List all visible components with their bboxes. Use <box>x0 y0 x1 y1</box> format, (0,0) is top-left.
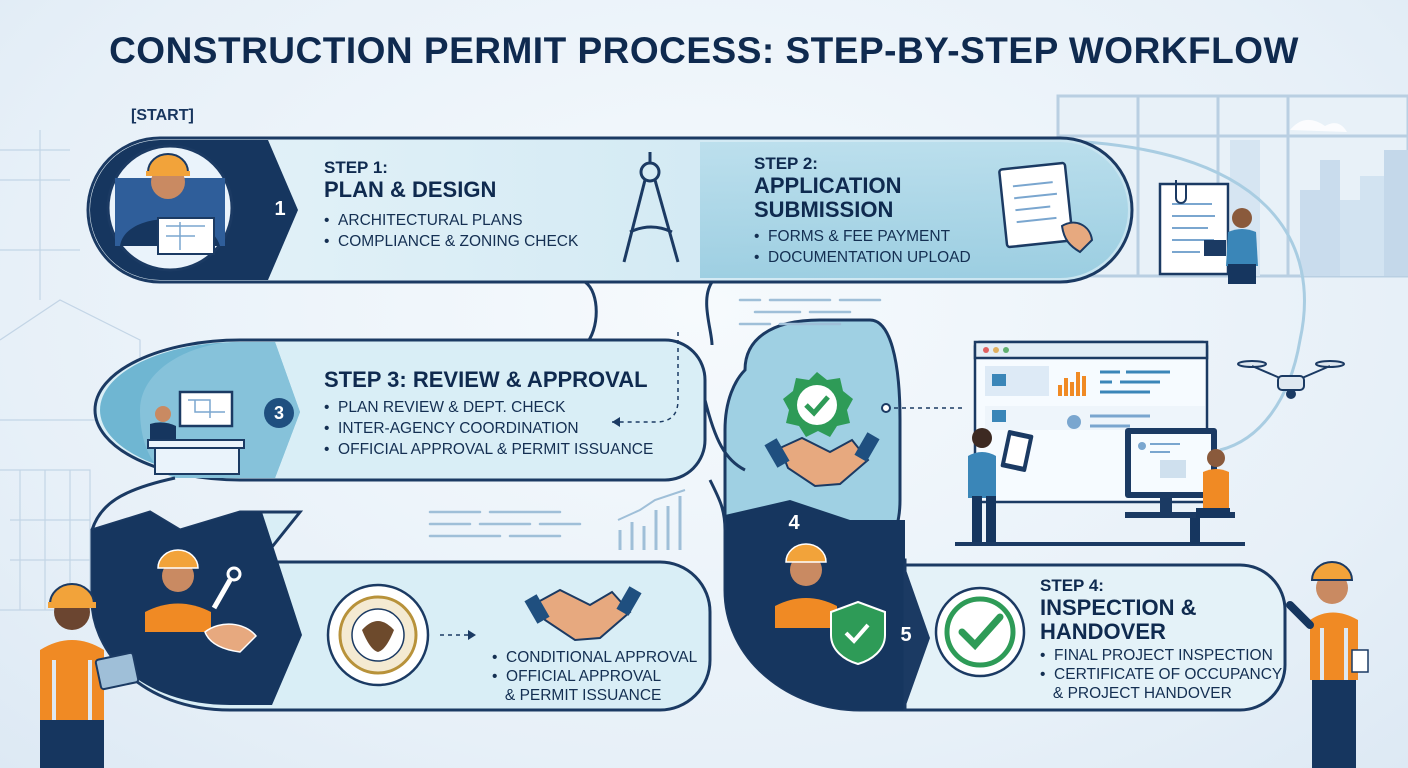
step-1-card: STEP 1: PLAN & DESIGN ARCHITECTURAL PLAN… <box>324 158 578 252</box>
list-item: & PROJECT HANDOVER <box>1052 685 1232 702</box>
list-item: OFFICIAL APPROVAL <box>492 667 697 686</box>
list-item: FINAL PROJECT INSPECTION <box>1040 646 1282 665</box>
step-5-label: STEP 4: <box>1040 576 1104 595</box>
faint-dashboard-lines <box>428 298 882 538</box>
document-hand-icon <box>998 161 1094 254</box>
list-item: INTER-AGENCY COORDINATION <box>324 418 653 439</box>
drone-icon <box>1237 360 1345 399</box>
official-seal-icon <box>326 583 430 687</box>
handshake-icon <box>524 586 642 642</box>
step-5-items: FINAL PROJECT INSPECTION CERTIFICATE OF … <box>1040 646 1282 703</box>
list-item: DOCUMENTATION UPLOAD <box>754 247 971 268</box>
list-item: OFFICIAL APPROVAL & PERMIT ISSUANCE <box>324 439 653 460</box>
list-item: & PERMIT ISSUANCE <box>504 687 662 704</box>
engineer-icon <box>106 144 234 272</box>
step-3-items: PLAN REVIEW & DEPT. CHECK INTER-AGENCY C… <box>324 397 653 460</box>
step-3-title: STEP 3: REVIEW & APPROVAL <box>324 367 648 392</box>
connector-row1-row2 <box>583 280 598 347</box>
row1-band <box>86 136 1134 284</box>
step-3-number: 3 <box>264 398 294 428</box>
step-1-number: 1 <box>274 198 286 220</box>
step-2-name-line-2: SUBMISSION <box>754 197 894 222</box>
monitor-workstation <box>955 428 1245 546</box>
list-item: FORMS & FEE PAYMENT <box>754 226 971 247</box>
handshake-icon-right <box>764 432 880 488</box>
list-item: COMPLIANCE & ZONING CHECK <box>324 231 578 252</box>
page-title: CONSTRUCTION PERMIT PROCESS: STEP-BY-STE… <box>109 30 1299 71</box>
inspection-check-icon <box>934 586 1026 678</box>
shield-check-icon <box>830 600 886 666</box>
list-item: PLAN REVIEW & DEPT. CHECK <box>324 397 653 418</box>
step-2-card: STEP 2: APPLICATION SUBMISSION FORMS & F… <box>754 154 971 268</box>
step-5-card: STEP 4: INSPECTION & HANDOVER <box>1040 576 1196 644</box>
list-item: CONDITIONAL APPROVAL <box>492 648 697 667</box>
woman-at-dashboard-figure <box>968 428 1034 542</box>
step-1-name: PLAN & DESIGN <box>324 177 497 202</box>
worker-tablet-left <box>40 583 140 768</box>
step-1-label: STEP 1: <box>324 158 388 177</box>
worker-inspection-figure <box>775 543 837 628</box>
woman-tablet-figure <box>1204 208 1258 284</box>
connector-right <box>1029 138 1306 452</box>
worker-clipboard-right <box>1286 561 1369 768</box>
step-2-items: FORMS & FEE PAYMENT DOCUMENTATION UPLOAD <box>754 226 971 268</box>
approval-items: CONDITIONAL APPROVAL OFFICIAL APPROVAL &… <box>492 648 697 705</box>
clipboard-document-icon <box>1158 180 1230 276</box>
step-3-card: STEP 3: REVIEW & APPROVAL PLAN REVIEW & … <box>324 368 653 460</box>
start-label: [START] <box>131 107 194 124</box>
step-2-label: STEP 2: <box>754 154 818 173</box>
step-5-number: 5 <box>900 624 912 646</box>
list-item: ARCHITECTURAL PLANS <box>324 210 578 231</box>
step-2-name-line-1: APPLICATION <box>754 173 902 198</box>
step-5-name-line-1: INSPECTION & <box>1040 595 1197 620</box>
bar-chart-icon <box>617 489 686 550</box>
step-5-name-line-2: HANDOVER <box>1040 619 1166 644</box>
list-item: CERTIFICATE OF OCCUPANCY <box>1040 665 1282 684</box>
step-1-items: ARCHITECTURAL PLANS COMPLIANCE & ZONING … <box>324 210 578 252</box>
step-4-number: 4 <box>788 512 800 534</box>
checkmark-badge-icon <box>783 372 853 437</box>
office-desk-figure <box>147 390 245 475</box>
blueprint-lines-left <box>0 130 141 611</box>
compass-icon <box>622 152 680 263</box>
worker-wrench-figure <box>145 549 258 653</box>
